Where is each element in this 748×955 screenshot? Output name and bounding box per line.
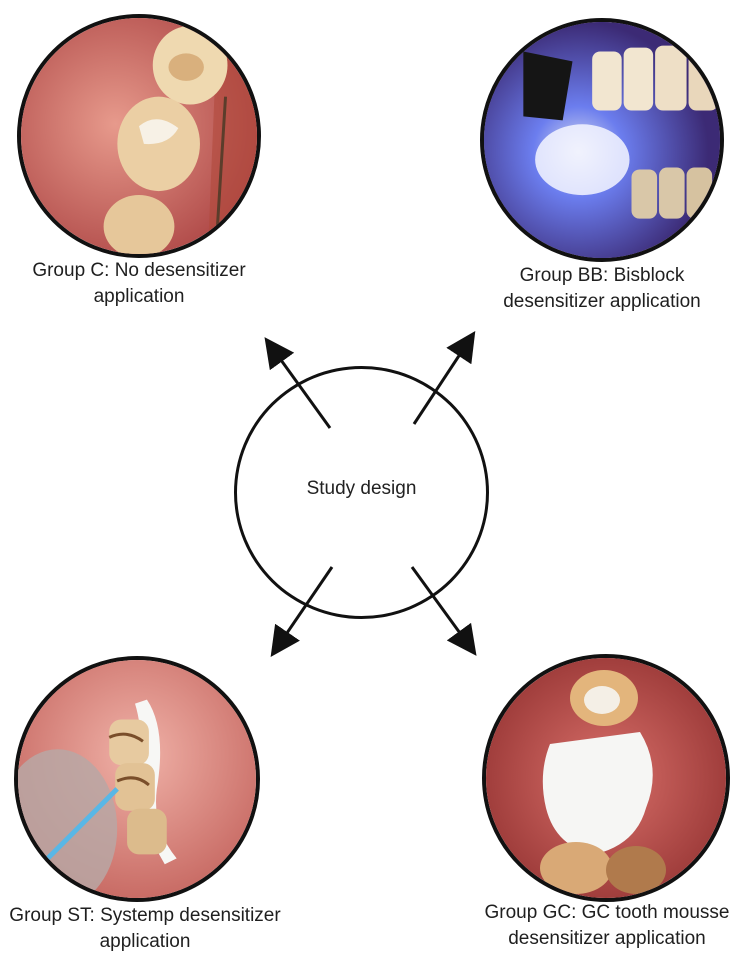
caption-group-gc-line2: desensitizer application [466,926,748,952]
photo-group-gc [482,654,730,902]
caption-group-st: Group ST: Systemp desensitizer applicati… [0,903,290,955]
photo-group-c [17,14,261,258]
teeth-photo-bisblock-uv [484,22,720,258]
caption-group-c-line1: Group C: No desensitizer [10,258,268,284]
teeth-photo-systemp [18,660,256,898]
caption-group-st-line1: Group ST: Systemp desensitizer [0,903,290,929]
caption-group-gc: Group GC: GC tooth mousse desensitizer a… [466,900,748,952]
caption-group-c: Group C: No desensitizer application [10,258,268,310]
teeth-photo-gc-tooth-mousse [486,658,726,898]
caption-group-c-line2: application [10,284,268,310]
caption-group-gc-line1: Group GC: GC tooth mousse [466,900,748,926]
study-design-label: Study design [234,478,489,500]
photo-group-bb [480,18,724,262]
teeth-photo-no-desensitizer [21,18,257,254]
caption-group-bb-line2: desensitizer application [466,289,738,315]
caption-group-bb-line1: Group BB: Bisblock [466,263,738,289]
caption-group-bb: Group BB: Bisblock desensitizer applicat… [466,263,738,315]
photo-group-st [14,656,260,902]
caption-group-st-line2: application [0,929,290,955]
